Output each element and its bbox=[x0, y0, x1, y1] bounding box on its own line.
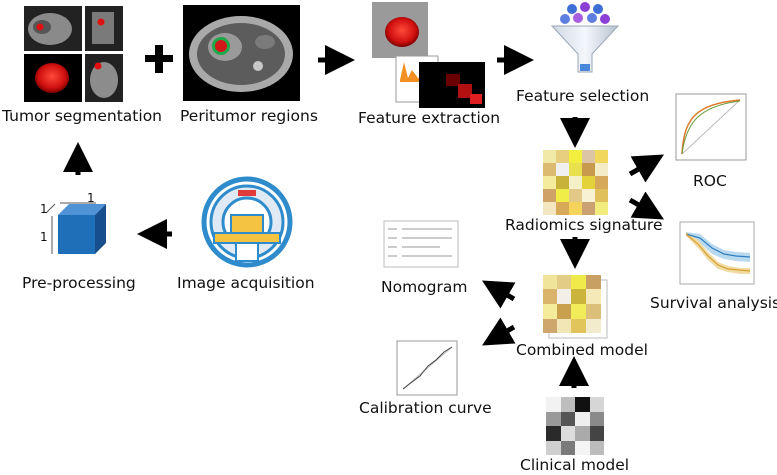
cube-width-label: 1 bbox=[87, 191, 95, 205]
label-calibration-curve: Calibration curve bbox=[359, 399, 492, 417]
arrow-signature-to-survival bbox=[628, 191, 665, 220]
label-feature-selection: Feature selection bbox=[516, 87, 650, 105]
survival-plot-icon bbox=[679, 221, 755, 285]
peritumor-ct-image bbox=[183, 5, 300, 101]
roc-plot-icon bbox=[675, 93, 747, 161]
combined-model-heatmap-icon bbox=[543, 275, 608, 339]
funnel-icon bbox=[550, 2, 620, 73]
tumor-segmentation-images bbox=[24, 6, 123, 102]
nomogram-icon bbox=[383, 220, 459, 268]
label-roc: ROC bbox=[693, 172, 727, 190]
arrow-combined-to-calibration bbox=[482, 317, 516, 346]
label-combined-model: Combined model bbox=[516, 341, 648, 359]
mri-scanner-icon bbox=[201, 176, 293, 268]
voxel-cube-icon bbox=[45, 202, 106, 254]
clinical-model-heatmap-icon bbox=[546, 397, 604, 455]
plus-sign bbox=[145, 45, 173, 73]
cube-depth-label: 1 bbox=[40, 202, 48, 216]
arrow-signature-to-roc bbox=[628, 154, 665, 183]
feature-extraction-images bbox=[372, 2, 485, 108]
label-survival-analysis: Survival analysis bbox=[650, 294, 777, 312]
label-tumor-segmentation: Tumor segmentation bbox=[2, 107, 162, 125]
arrow-combined-to-nomogram bbox=[482, 280, 516, 309]
label-radiomics-signature: Radiomics signature bbox=[505, 216, 663, 234]
label-peritumor-regions: Peritumor regions bbox=[180, 107, 318, 125]
label-clinical-model: Clinical model bbox=[520, 456, 630, 474]
calibration-plot-icon bbox=[396, 340, 458, 396]
cube-height-label: 1 bbox=[40, 230, 48, 244]
flow-arrows bbox=[63, 45, 665, 388]
label-nomogram: Nomogram bbox=[381, 278, 468, 296]
radiomics-heatmap-icon bbox=[543, 150, 608, 215]
label-image-acquisition: Image acquisition bbox=[177, 274, 315, 292]
label-feature-extraction: Feature extraction bbox=[358, 109, 501, 127]
label-pre-processing: Pre-processing bbox=[22, 274, 136, 292]
